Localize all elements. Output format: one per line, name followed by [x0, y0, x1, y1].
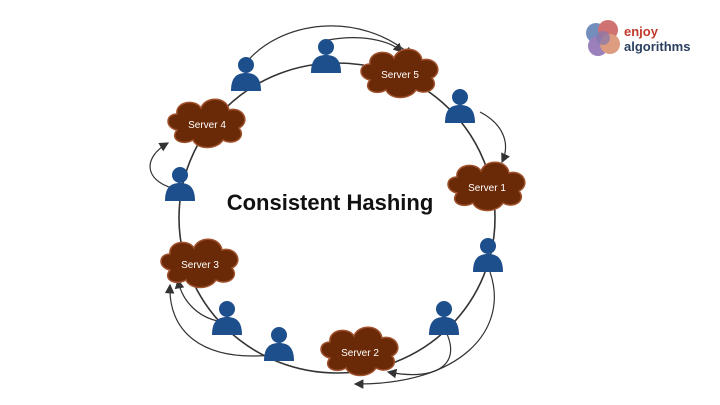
server-3: Server 3	[160, 238, 239, 289]
arrow-user-to-server3-b	[164, 283, 273, 357]
server-1-label: Server 1	[468, 183, 506, 194]
user-icon	[231, 57, 261, 91]
arrow-user-to-server5-b	[327, 37, 403, 53]
arrow-user-to-server1	[479, 111, 510, 164]
logo: enjoy algorithms	[586, 20, 690, 56]
server-4-label: Server 4	[188, 120, 226, 131]
arrow-user-to-server2-a	[353, 271, 495, 389]
server-4: Server 4	[167, 98, 246, 149]
server-2-label: Server 2	[341, 348, 379, 359]
arrows	[149, 25, 510, 389]
arrow-user-to-server2-b	[386, 329, 452, 379]
server-1: Server 1	[447, 161, 526, 212]
user-icon	[264, 327, 294, 361]
logo-circles-icon	[586, 20, 620, 56]
server-3-label: Server 3	[181, 260, 219, 271]
user-icon	[445, 89, 475, 123]
arrow-user-to-server5-a	[244, 25, 413, 65]
user-icon	[473, 238, 503, 272]
server-2: Server 2	[320, 326, 399, 377]
user-icon	[429, 301, 459, 335]
user-icon	[311, 39, 341, 73]
arrow-user-to-server4	[149, 142, 173, 189]
server-5: Server 5	[360, 48, 439, 99]
logo-line2: algorithms	[624, 39, 690, 54]
logo-line1: enjoy	[624, 24, 659, 39]
diagram-title: Consistent Hashing	[227, 190, 434, 215]
user-icon	[165, 167, 195, 201]
server-5-label: Server 5	[381, 70, 419, 81]
